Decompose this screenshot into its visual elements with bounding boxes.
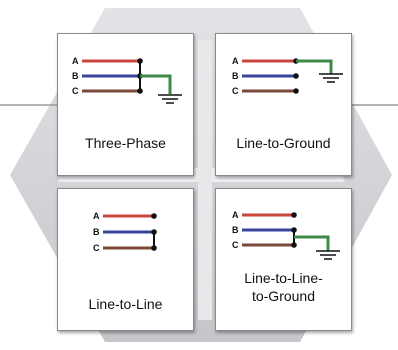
ground-symbol-icon — [316, 250, 340, 260]
node-a — [137, 58, 143, 64]
phase-c-label: C — [232, 86, 239, 96]
line-to-line-wiring: A B C — [93, 211, 157, 253]
ground-symbol-icon — [158, 94, 182, 104]
node-c — [291, 242, 297, 248]
phase-b-label: B — [232, 71, 239, 81]
node-b — [151, 229, 157, 235]
ground-wire — [140, 74, 172, 94]
line-to-line-to-ground-wiring: A B C — [232, 210, 340, 260]
card-line-to-ground[interactable]: A B C Line-to-Ground — [215, 33, 352, 176]
node-c — [137, 88, 143, 94]
three-phase-wiring: A B C — [72, 56, 182, 104]
ground-symbol-icon — [319, 73, 343, 83]
node-c — [151, 245, 157, 251]
phase-b-label: B — [93, 227, 100, 237]
node-a — [291, 212, 297, 218]
node-b — [293, 73, 299, 79]
node-c — [293, 88, 299, 94]
card-label: Line-to-Line — [88, 296, 163, 312]
phase-a-label: A — [232, 56, 239, 66]
phase-b-label: B — [232, 225, 239, 235]
phase-b-label: B — [72, 71, 79, 81]
card-label: Line-to-Ground — [236, 135, 331, 151]
card-label-line-2: to-Ground — [251, 288, 316, 304]
ground-wire — [296, 59, 333, 74]
phase-a-label: A — [232, 210, 239, 220]
node-a — [151, 213, 157, 219]
phase-a-label: A — [93, 211, 100, 221]
card-line-to-line[interactable]: A B C Line-to-Line — [57, 188, 194, 331]
card-label-line-1: Line-to-Line- — [244, 270, 323, 286]
inner-cross-vertical — [198, 40, 212, 320]
card-label: Three-Phase — [85, 135, 166, 151]
phase-c-label: C — [232, 240, 239, 250]
phase-a-label: A — [72, 56, 79, 66]
node-b — [291, 227, 297, 233]
phase-c-label: C — [72, 86, 79, 96]
card-line-to-line-to-ground[interactable]: A B C Line-to-Line- to-Ground — [215, 188, 352, 331]
line-to-ground-wiring: A B C — [232, 56, 343, 96]
phase-c-label: C — [93, 243, 100, 253]
ground-wire — [294, 235, 330, 251]
card-three-phase[interactable]: A B C Three-Phase — [57, 33, 194, 176]
